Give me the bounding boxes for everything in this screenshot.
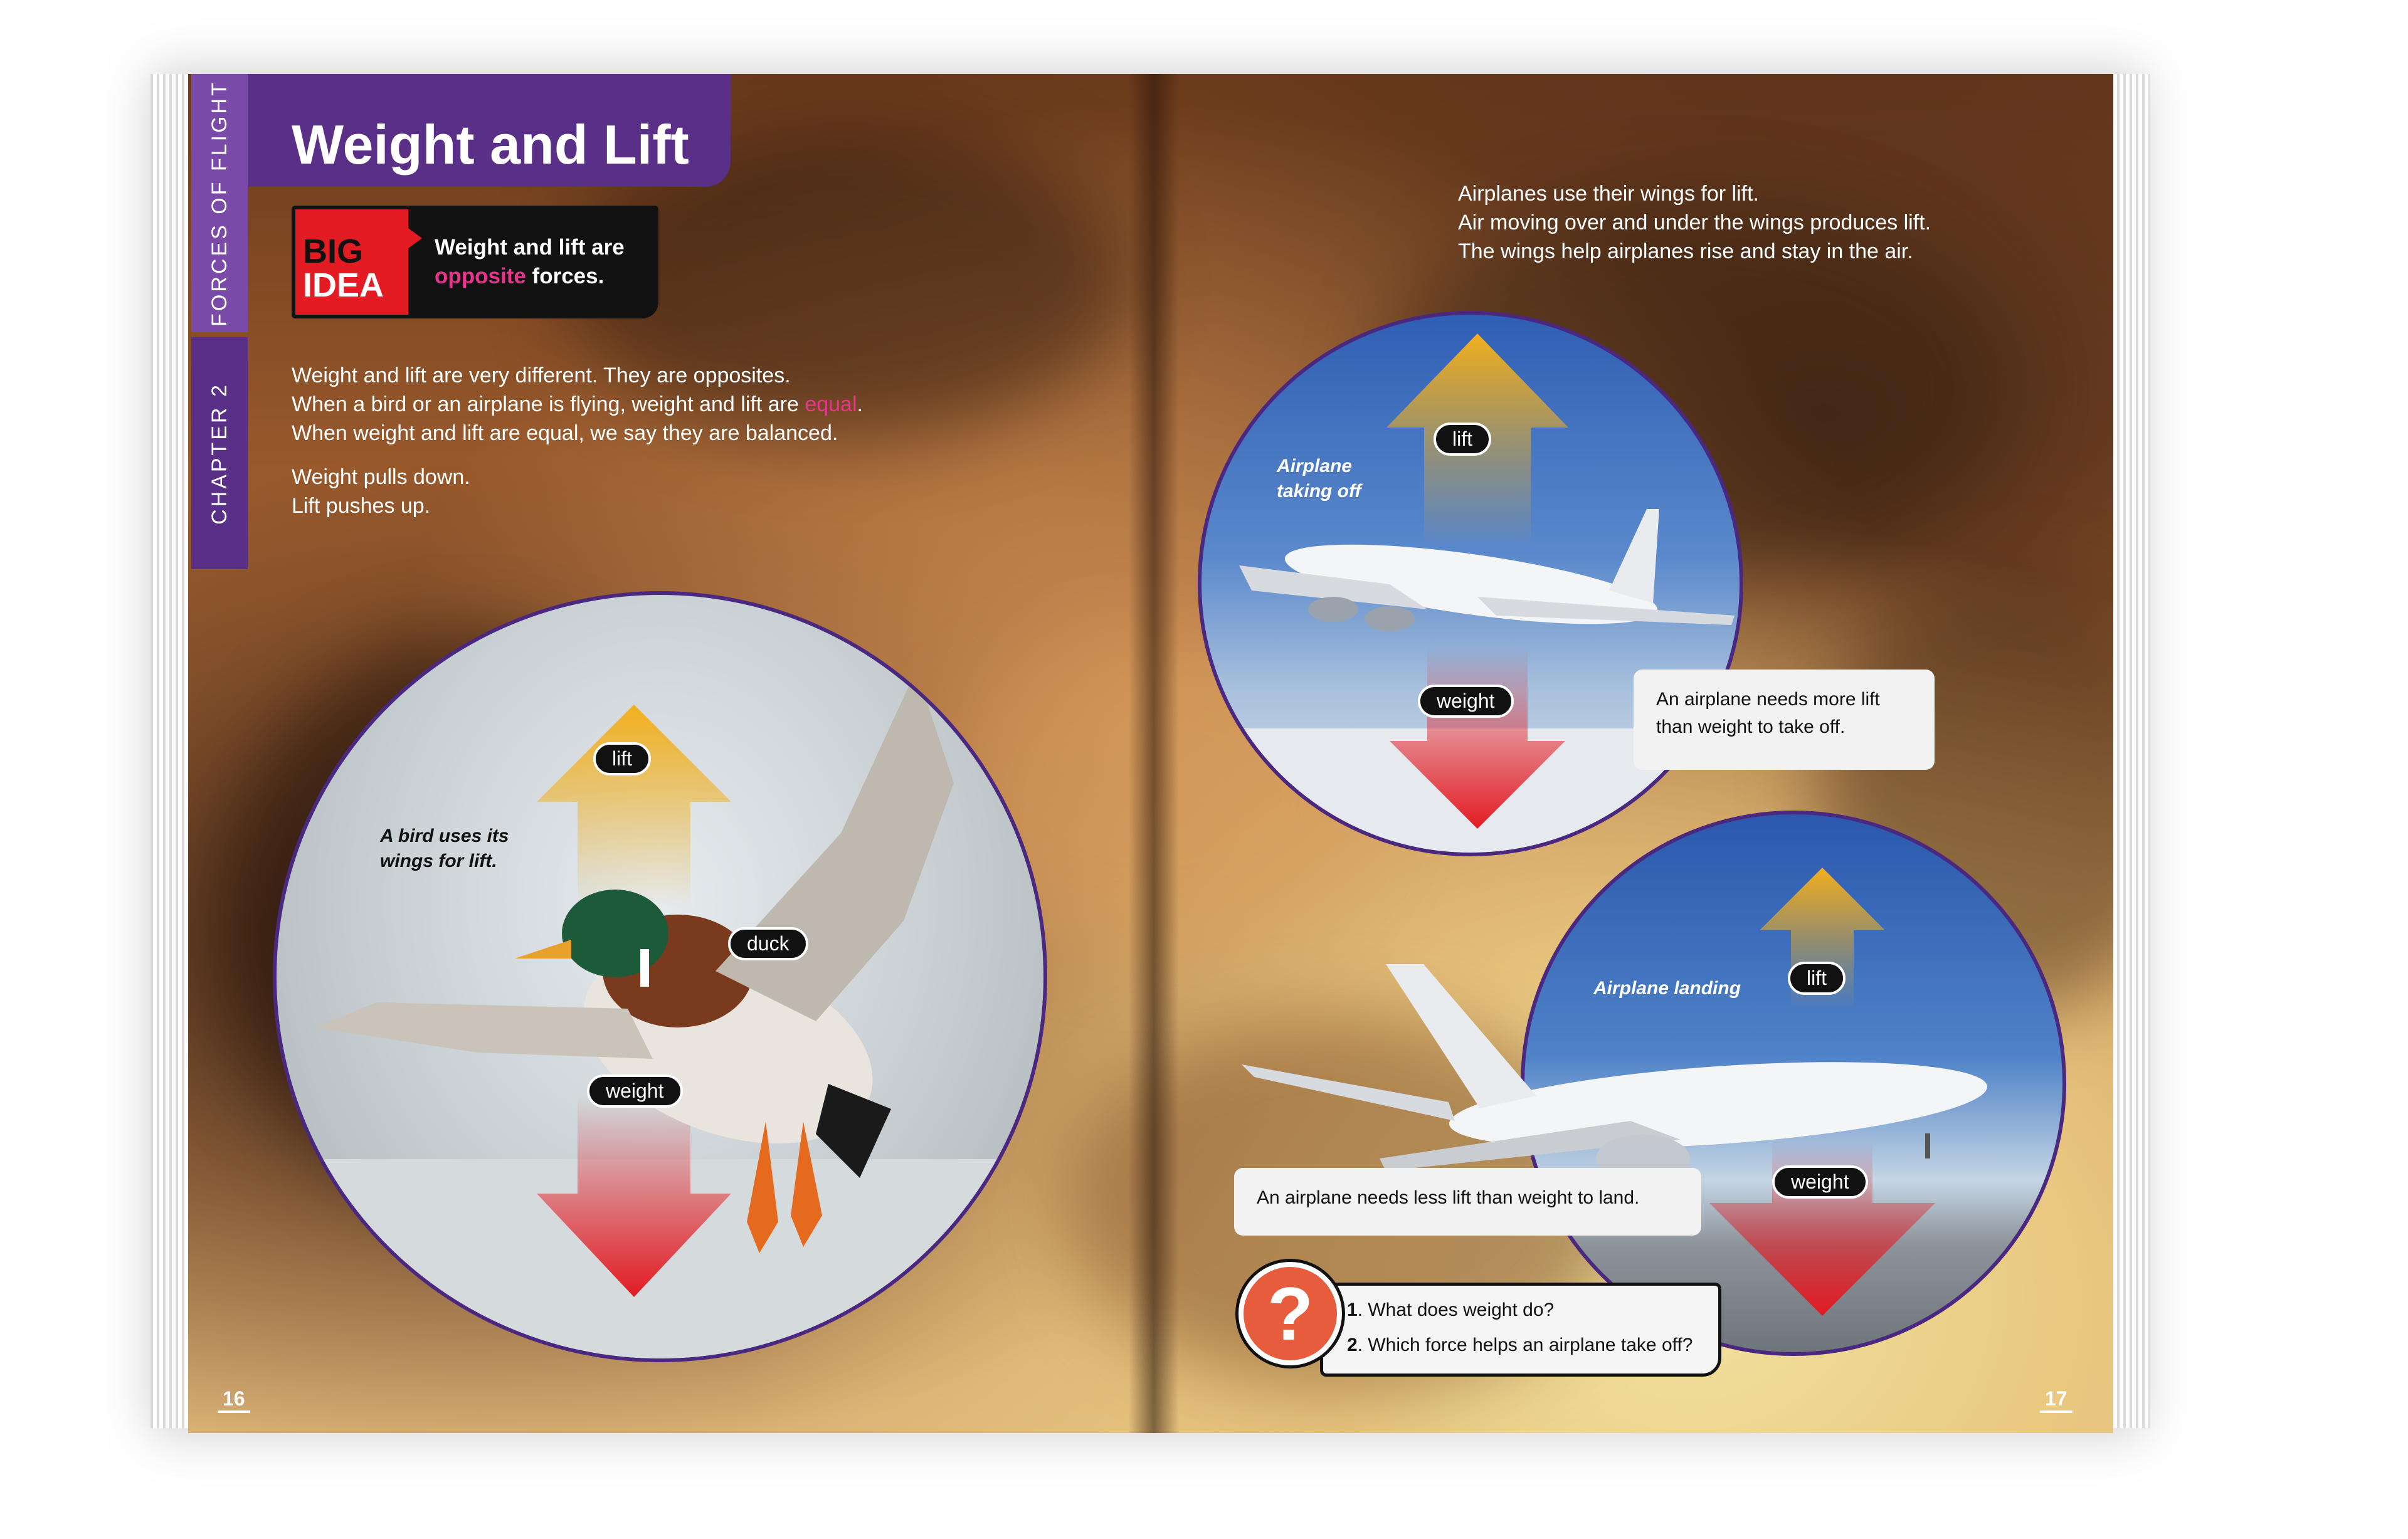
questions-box: 1. What does weight do? 2. Which force h… xyxy=(1320,1283,1721,1377)
question-number: 1 xyxy=(1347,1300,1358,1320)
big-idea-highlight: opposite xyxy=(435,264,526,288)
landing-weight-label: weight xyxy=(1772,1165,1868,1199)
big-idea-badge-line2: IDEA xyxy=(303,266,384,304)
body-line: Weight and lift are very different. They… xyxy=(292,364,791,387)
body-line: Airplanes use their wings for lift. xyxy=(1458,182,1759,206)
duck-weight-label: weight xyxy=(587,1074,683,1108)
takeoff-weight-label: weight xyxy=(1418,685,1514,718)
body-line: Lift pushes up. xyxy=(292,494,431,518)
duck-label: duck xyxy=(728,927,808,960)
big-idea-text-after: forces. xyxy=(525,264,605,288)
landing-airplane xyxy=(1242,964,1987,1209)
big-idea-text-before: Weight and lift are xyxy=(435,235,625,260)
section-tab-label: FORCES OF FLIGHT xyxy=(207,80,231,327)
question-text: . Which force helps an airplane take off… xyxy=(1357,1335,1693,1355)
takeoff-lift-label: lift xyxy=(1434,423,1491,456)
big-idea-pointer xyxy=(408,228,422,248)
page-title: Weight and Lift xyxy=(292,113,689,176)
body-line: Air moving over and under the wings prod… xyxy=(1458,211,1931,234)
title-banner: Weight and Lift xyxy=(248,74,731,187)
takeoff-caption: Airplane taking off xyxy=(1277,454,1361,504)
book-gutter xyxy=(1129,74,1179,1433)
landing-caption: Airplane landing xyxy=(1593,978,1741,999)
takeoff-caption-line: taking off xyxy=(1277,481,1361,502)
takeoff-illustration xyxy=(1201,334,1740,853)
landing-lift-label: lift xyxy=(1788,962,1846,995)
body-paragraph-2: Weight pulls down. Lift pushes up. xyxy=(292,463,731,520)
page-number-left: 16 xyxy=(218,1387,250,1413)
big-idea-text: Weight and lift are opposite forces. xyxy=(435,233,648,291)
landing-callout: An airplane needs less lift than weight … xyxy=(1234,1168,1701,1236)
duck-illustration xyxy=(277,670,1043,1358)
body-paragraph-1: Weight and lift are very different. They… xyxy=(292,361,1075,448)
body-line: Weight pulls down. xyxy=(292,465,470,489)
section-tab: FORCES OF FLIGHT xyxy=(191,74,248,332)
right-intro-text: Airplanes use their wings for lift. Air … xyxy=(1458,179,2054,266)
book-spread: FORCES OF FLIGHT CHAPTER 2 Weight and Li… xyxy=(188,74,2113,1433)
duck-lift-label: lift xyxy=(593,742,651,775)
question-number: 2 xyxy=(1347,1335,1358,1355)
body-line: The wings help airplanes rise and stay i… xyxy=(1458,239,1913,263)
body-line: When a bird or an airplane is flying, we… xyxy=(292,390,1075,419)
big-idea-badge-line1: BIG xyxy=(303,233,364,270)
big-idea-box: BIG IDEA Weight and lift are opposite fo… xyxy=(292,206,658,318)
takeoff-figure-circle: Airplane taking off lift weight xyxy=(1198,311,1743,856)
takeoff-callout: An airplane needs more lift than weight … xyxy=(1634,670,1935,770)
takeoff-caption-line: Airplane xyxy=(1277,456,1353,476)
body-text-span: . xyxy=(857,392,863,416)
takeoff-callout-line: than weight to take off. xyxy=(1656,717,1846,737)
question-mark-icon: ? xyxy=(1238,1262,1342,1365)
body-text-span: When a bird or an airplane is flying, we… xyxy=(292,392,805,416)
chapter-tab-label: CHAPTER 2 xyxy=(207,382,231,525)
chapter-tab: CHAPTER 2 xyxy=(191,337,248,569)
question-2: 2. Which force helps an airplane take of… xyxy=(1347,1335,1692,1356)
duck-caption-line: A bird uses its xyxy=(380,826,509,846)
right-page-edges xyxy=(2107,74,2150,1428)
big-idea-badge: BIG IDEA xyxy=(295,209,408,315)
body-line: When weight and lift are equal, we say t… xyxy=(292,421,838,445)
question-text: . What does weight do? xyxy=(1357,1300,1555,1320)
body-highlight: equal xyxy=(805,392,857,416)
takeoff-callout-line: An airplane needs more lift xyxy=(1656,689,1880,710)
duck-figure-circle: A bird uses its wings for lift. lift duc… xyxy=(273,591,1047,1362)
duck-caption: A bird uses its wings for lift. xyxy=(380,824,509,874)
duck-caption-line: wings for lift. xyxy=(380,851,497,871)
question-mark-glyph: ? xyxy=(1267,1271,1314,1356)
question-1: 1. What does weight do? xyxy=(1347,1300,1554,1321)
left-page-edges xyxy=(150,74,193,1428)
page-number-right: 17 xyxy=(2040,1387,2073,1413)
